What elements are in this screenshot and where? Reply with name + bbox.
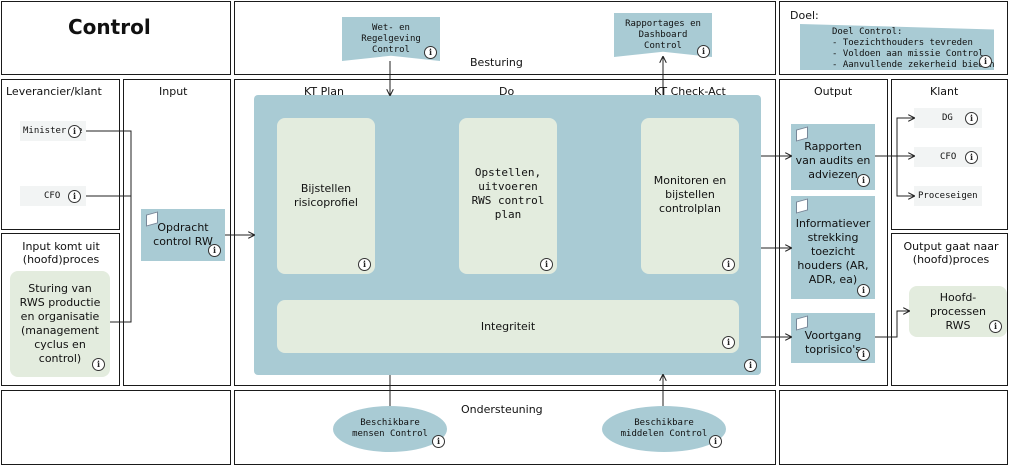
process-in-label: Sturing van RWS productie en organisatie… (19, 282, 101, 365)
info-icon[interactable]: i (424, 46, 437, 59)
connector-to-dg (875, 118, 914, 157)
phase-do: Do (499, 85, 515, 98)
activity-plan[interactable]: Bijstellen risicoprofiel (277, 118, 375, 274)
activity-integrity-label: Integriteit (480, 319, 536, 333)
resource-people[interactable]: Beschikbare mensen Control (333, 406, 447, 452)
customer-cfo[interactable]: CFO (914, 147, 982, 167)
output-information[interactable]: Informatiever strekking toezicht houders… (791, 196, 875, 299)
process-out-label: Hoofd- processen RWS (929, 290, 986, 332)
connector-process-in (110, 235, 132, 323)
page-title: Control (68, 15, 151, 39)
info-icon[interactable]: i (989, 320, 1002, 333)
info-icon[interactable]: i (92, 358, 105, 371)
process-out-box[interactable]: Hoofd- processen RWS (909, 286, 1007, 337)
info-icon[interactable]: i (358, 258, 371, 271)
goal-item: - Aanvullende zekerheid bieden (832, 60, 995, 70)
info-icon[interactable]: i (722, 258, 735, 271)
output-information-label: Informatiever strekking toezicht houders… (795, 216, 871, 286)
input-from-label: Input komt uit (hoofd)proces (22, 240, 100, 266)
info-icon[interactable]: i (979, 55, 992, 68)
connector-to-process-out (875, 311, 909, 338)
supplier-label: Leverancier/klant (6, 85, 102, 98)
info-icon[interactable]: i (540, 258, 553, 271)
law-document-label: Wet- en Regelgeving Control (361, 22, 421, 55)
output-reports-label: Rapporten van audits en adviezen (795, 140, 871, 181)
output-label: Output (814, 85, 853, 98)
supplier-cfo-label: CFO (44, 191, 61, 201)
customer-cfo-label: CFO (940, 152, 957, 162)
activity-do-label: Opstellen, uitvoeren RWS control plan (471, 166, 545, 221)
goal-box-title: Doel Control: (832, 27, 903, 37)
customer-dg[interactable]: DG (914, 108, 982, 128)
info-icon[interactable]: i (857, 284, 870, 297)
resource-means[interactable]: Beschikbare middelen Control (602, 406, 726, 452)
connector-supplier-minister (86, 130, 132, 235)
info-icon[interactable]: i (722, 336, 735, 349)
goal-item: - Toezichthouders tevreden (832, 38, 973, 48)
resource-people-label: Beschikbare mensen Control (352, 418, 428, 439)
info-icon[interactable]: i (697, 45, 710, 58)
output-progress-label: Voortgang toprisico's (804, 329, 862, 356)
info-icon[interactable]: i (744, 359, 757, 372)
goal-item: - Voldoen aan missie Control (832, 49, 984, 59)
info-icon[interactable]: i (68, 190, 81, 203)
steering-label: Besturing (470, 56, 523, 69)
goal-label: Doel: (790, 9, 819, 22)
info-icon[interactable]: i (857, 174, 870, 187)
info-icon[interactable]: i (68, 125, 81, 138)
customer-process-owner[interactable]: Proceseigen (914, 186, 982, 206)
connector-to-process-owner (896, 156, 914, 196)
input-label: Input (159, 85, 188, 98)
reports-document-label: Rapportages en Dashboard Control (625, 18, 701, 51)
customer-dg-label: DG (942, 113, 953, 123)
customer-process-owner-label: Proceseigen (918, 191, 978, 201)
support-label: Ondersteuning (461, 403, 543, 416)
title-cell (1, 1, 231, 75)
info-icon[interactable]: i (709, 435, 722, 448)
bottom-left-cell (1, 390, 231, 465)
customer-label: Klant (930, 85, 959, 98)
activity-check[interactable]: Monitoren en bijstellen controlplan (641, 118, 739, 274)
info-icon[interactable]: i (208, 244, 221, 257)
goal-box (800, 24, 994, 70)
phase-plan: KT Plan (304, 85, 344, 98)
bottom-right-cell (779, 390, 1008, 465)
resource-means-label: Beschikbare middelen Control (620, 418, 708, 439)
output-to-label: Output gaat naar (hoofd)proces (903, 240, 999, 266)
activity-integrity[interactable]: Integriteit (277, 300, 739, 353)
info-icon[interactable]: i (965, 151, 978, 164)
input-box-label: Opdracht control RW (153, 221, 213, 248)
info-icon[interactable]: i (432, 435, 445, 448)
info-icon[interactable]: i (857, 348, 870, 361)
activity-plan-label: Bijstellen risicoprofiel (294, 182, 358, 209)
supplier-minister-label: Minister Ie (23, 126, 83, 136)
reports-document[interactable]: Rapportages en Dashboard Control (614, 13, 712, 57)
activity-do[interactable]: Opstellen, uitvoeren RWS control plan (459, 118, 557, 274)
law-document[interactable]: Wet- en Regelgeving Control (342, 17, 440, 61)
activity-check-label: Monitoren en bijstellen controlplan (653, 174, 727, 215)
info-icon[interactable]: i (965, 112, 978, 125)
phase-check: KT Check-Act (654, 85, 726, 98)
